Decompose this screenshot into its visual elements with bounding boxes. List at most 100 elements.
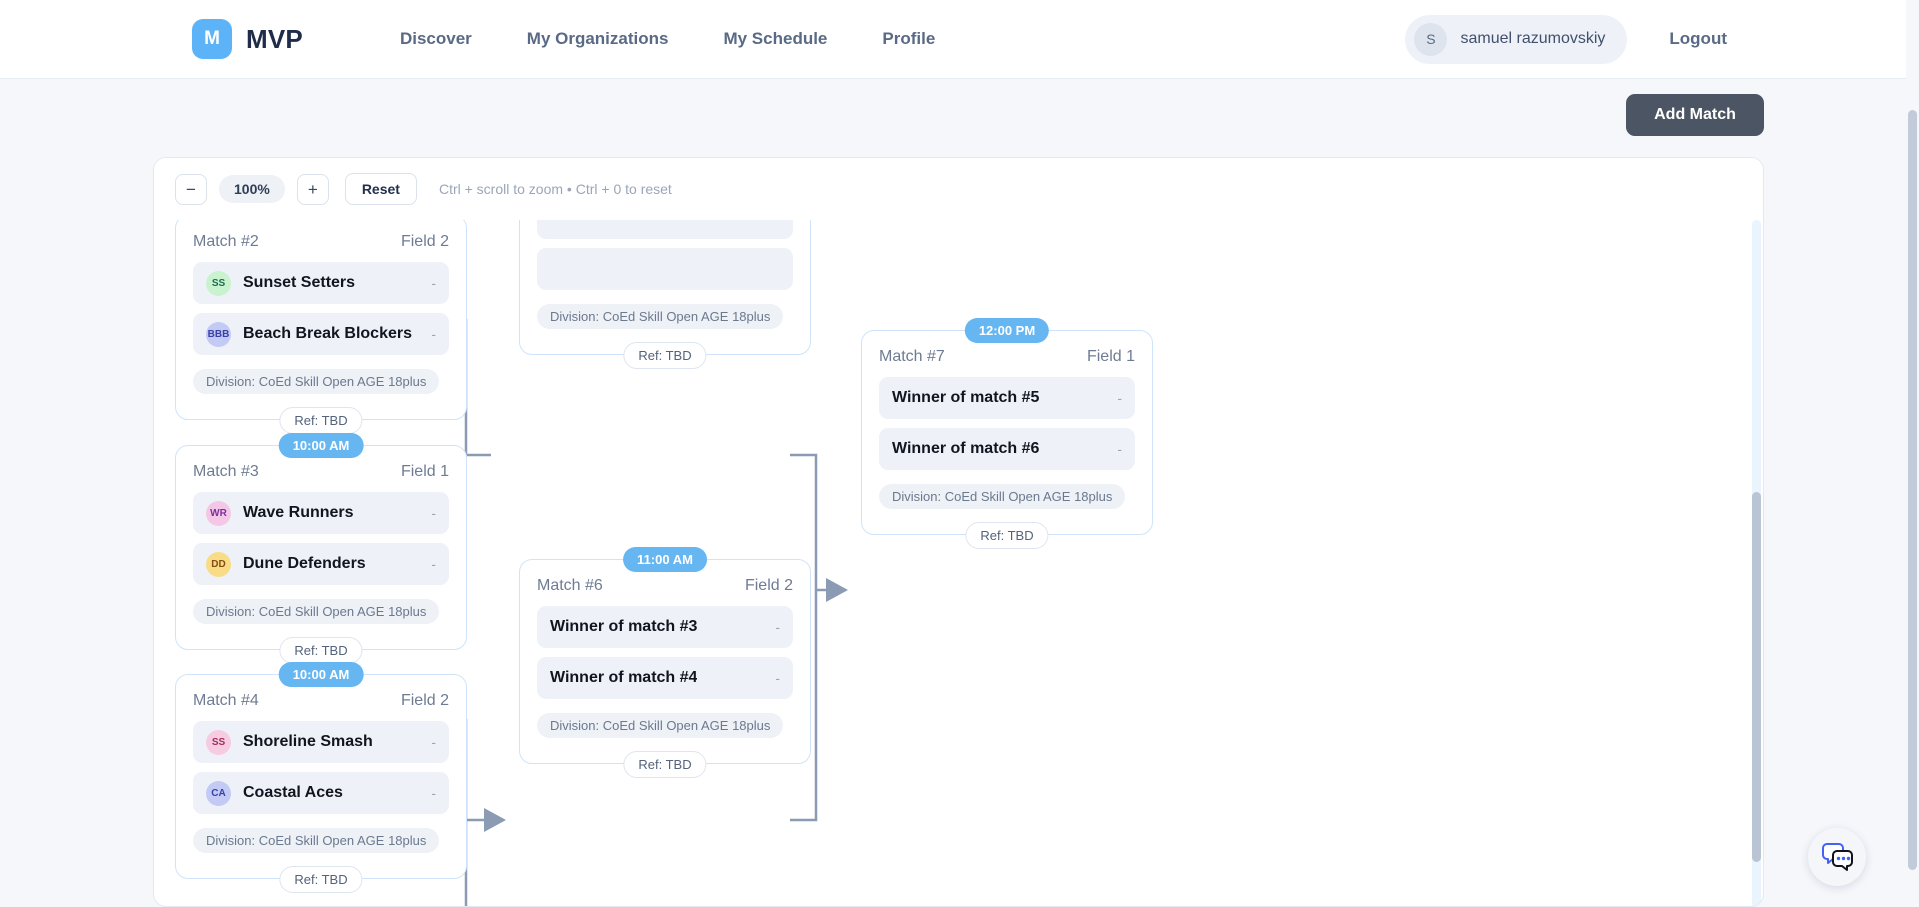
team-score: - — [775, 670, 780, 686]
team-avatar: SS — [206, 270, 231, 296]
team-name: Dune Defenders — [243, 555, 366, 572]
division-badge: Division: CoEd Skill Open AGE 18plus — [537, 713, 784, 738]
zoom-out-button[interactable]: − — [175, 173, 207, 205]
team-score: - — [431, 505, 436, 521]
zoom-hint-text: Ctrl + scroll to zoom • Ctrl + 0 to rese… — [438, 181, 672, 197]
team-score: - — [775, 619, 780, 635]
match-title: Match #7 — [879, 348, 945, 365]
referee-badge: Ref: TBD — [623, 751, 707, 778]
match-time-badge: 10:00 AM — [278, 662, 364, 687]
match-card-match-5[interactable]: Match #5 Division: CoEd Skill Open AGE 1… — [519, 220, 811, 369]
add-match-button[interactable]: Add Match — [1626, 94, 1764, 136]
zoom-in-button[interactable]: + — [296, 173, 329, 205]
match-card-match-2[interactable]: Match #2 Field 2 SS Sunset Setters - BBB… — [175, 220, 467, 434]
match-card-header: Match #2 Field 2 — [193, 233, 449, 251]
reset-zoom-button[interactable]: Reset — [344, 173, 417, 205]
match-field: Field 1 — [400, 463, 449, 480]
match-card-match-7[interactable]: 12:00 PM Match #7 Field 1 Winner of matc… — [861, 318, 1153, 549]
division-badge: Division: CoEd Skill Open AGE 18plus — [537, 304, 784, 329]
match-title: Match #2 — [193, 233, 259, 250]
match-card-match-4[interactable]: 10:00 AM Match #4 Field 2 SS Shoreline S… — [175, 662, 467, 893]
team-row[interactable]: SS Shoreline Smash - — [193, 721, 449, 763]
team-avatar: WR — [206, 500, 231, 526]
referee-badge: Ref: TBD — [279, 407, 363, 434]
team-row[interactable]: Winner of match #3 - — [537, 606, 793, 648]
match-time-badge: 10:00 AM — [278, 433, 364, 458]
team-avatar: BBB — [206, 321, 231, 347]
team-name: Winner of match #6 — [892, 440, 1040, 457]
team-avatar: CA — [206, 780, 231, 806]
match-card-match-6[interactable]: 11:00 AM Match #6 Field 2 Winner of matc… — [519, 547, 811, 778]
team-name: Winner of match #3 — [550, 618, 698, 635]
team-name: Sunset Setters — [243, 274, 356, 291]
team-row[interactable]: BBB Beach Break Blockers - — [193, 313, 449, 355]
page-scrollbar-track[interactable] — [1906, 0, 1919, 906]
division-badge: Division: CoEd Skill Open AGE 18plus — [879, 484, 1126, 509]
chat-widget-button[interactable] — [1808, 828, 1866, 886]
division-badge: Division: CoEd Skill Open AGE 18plus — [193, 369, 440, 394]
bracket-canvas[interactable]: Match #2 Field 2 SS Sunset Setters - BBB… — [154, 220, 1763, 906]
team-score: - — [431, 556, 436, 572]
bracket-scrollbar-thumb[interactable] — [1752, 492, 1761, 862]
team-score: - — [431, 734, 436, 750]
team-row[interactable]: SS Sunset Setters - — [193, 262, 449, 304]
referee-badge: Ref: TBD — [965, 522, 1049, 549]
match-field: Field 1 — [1086, 348, 1135, 365]
user-name: samuel razumovskiy — [1460, 30, 1606, 47]
team-name: Beach Break Blockers — [243, 325, 412, 342]
connector-arrow-match-7 — [826, 578, 848, 602]
match-title: Match #4 — [193, 692, 259, 709]
division-badge: Division: CoEd Skill Open AGE 18plus — [193, 828, 440, 853]
team-row[interactable]: DD Dune Defenders - — [193, 543, 449, 585]
zoom-level-label: 100% — [219, 175, 285, 203]
nav-link-discover[interactable]: Discover — [399, 29, 472, 48]
match-field: Field 2 — [400, 692, 449, 709]
team-score: - — [1117, 441, 1122, 457]
team-name: Coastal Aces — [243, 784, 343, 801]
zoom-toolbar: − 100% + Reset Ctrl + scroll to zoom • C… — [154, 158, 1763, 220]
match-card-header: Match #6 Field 2 — [537, 577, 793, 595]
bracket-canvas-inner: Match #2 Field 2 SS Sunset Setters - BBB… — [154, 220, 1763, 906]
team-name: Winner of match #5 — [892, 389, 1040, 406]
brand[interactable]: M MVP — [192, 19, 303, 59]
bracket-panel: − 100% + Reset Ctrl + scroll to zoom • C… — [153, 157, 1764, 907]
nav-links: Discover My Organizations My Schedule Pr… — [400, 29, 935, 49]
match-field: Field 2 — [400, 233, 449, 250]
team-row[interactable]: Winner of match #4 - — [537, 657, 793, 699]
referee-badge: Ref: TBD — [279, 637, 363, 664]
nav-right: S samuel razumovskiy Logout — [1405, 14, 1727, 64]
team-row[interactable]: Winner of match #6 - — [879, 428, 1135, 470]
team-avatar: SS — [206, 729, 231, 755]
team-avatar: DD — [206, 551, 231, 577]
match-field: Field 2 — [744, 577, 793, 594]
page-body: Add Match − 100% + Reset Ctrl + scroll t… — [0, 79, 1919, 907]
team-name: Wave Runners — [243, 504, 354, 521]
match-card-header: Match #4 Field 2 — [193, 692, 449, 710]
team-row[interactable]: CA Coastal Aces - — [193, 772, 449, 814]
bracket-scrollbar-track[interactable] — [1752, 220, 1761, 906]
avatar: S — [1414, 22, 1448, 56]
nav-link-my-organizations[interactable]: My Organizations — [526, 29, 669, 48]
team-name: Shoreline Smash — [243, 733, 373, 750]
team-score: - — [1117, 390, 1122, 406]
top-navbar: M MVP Discover My Organizations My Sched… — [0, 0, 1919, 79]
team-row[interactable]: WR Wave Runners - — [193, 492, 449, 534]
nav-link-my-schedule[interactable]: My Schedule — [723, 29, 828, 48]
referee-badge: Ref: TBD — [279, 866, 363, 893]
match-time-badge: 12:00 PM — [964, 318, 1050, 343]
match-title: Match #3 — [193, 463, 259, 480]
division-badge: Division: CoEd Skill Open AGE 18plus — [193, 599, 440, 624]
logout-button[interactable]: Logout — [1669, 29, 1727, 48]
brand-logo-icon: M — [192, 19, 232, 59]
referee-badge: Ref: TBD — [623, 342, 707, 369]
team-row[interactable] — [537, 220, 793, 239]
team-row[interactable]: Winner of match #5 - — [879, 377, 1135, 419]
brand-name: MVP — [246, 23, 303, 54]
team-row[interactable] — [537, 248, 793, 290]
team-score: - — [431, 275, 436, 291]
nav-link-profile[interactable]: Profile — [882, 29, 936, 48]
match-card-match-3[interactable]: 10:00 AM Match #3 Field 1 WR Wave Runner… — [175, 433, 467, 664]
match-card-header: Match #3 Field 1 — [193, 463, 449, 481]
page-scrollbar-thumb[interactable] — [1908, 110, 1917, 870]
user-menu[interactable]: S samuel razumovskiy — [1405, 14, 1628, 64]
